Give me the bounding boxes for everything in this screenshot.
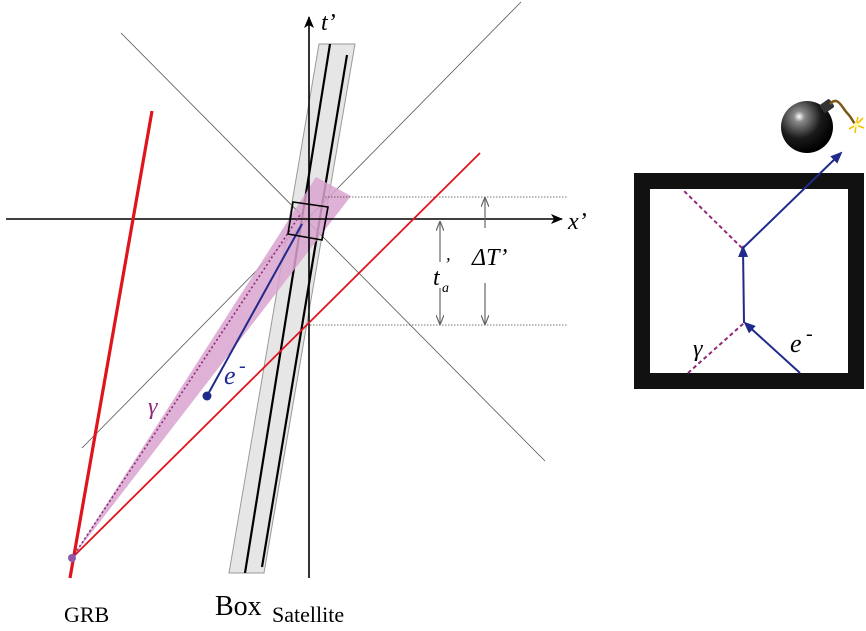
bomb-icon bbox=[781, 99, 865, 153]
box-line-left bbox=[243, 43, 332, 574]
photon-worldline bbox=[71, 214, 301, 559]
inset-electron-out bbox=[742, 151, 843, 249]
electron-label: e - bbox=[224, 355, 246, 390]
gamma-label: γ bbox=[148, 394, 158, 420]
inset-photon-out bbox=[681, 188, 743, 249]
svg-text:-: - bbox=[806, 323, 813, 345]
inset-electron-mid bbox=[738, 245, 749, 324]
svg-text:-: - bbox=[239, 355, 246, 377]
inset-gamma-label: γ bbox=[693, 336, 703, 362]
grb-label: GRB bbox=[64, 602, 109, 627]
t-axis-label: t’ bbox=[321, 10, 336, 36]
box-line-right bbox=[260, 54, 349, 568]
inset-electron-label: e - bbox=[790, 323, 813, 358]
delta-t-label: ΔT’ bbox=[471, 245, 507, 271]
x-axis-label: x’ bbox=[567, 209, 587, 235]
light-cone-line-a bbox=[120, 32, 546, 462]
grb-worldline bbox=[68, 110, 154, 579]
svg-text:’: ’ bbox=[444, 254, 450, 274]
interaction-square bbox=[287, 201, 329, 241]
svg-text:e: e bbox=[224, 361, 236, 390]
grb-point bbox=[68, 554, 76, 562]
box-label: Box bbox=[215, 591, 262, 622]
svg-text:a: a bbox=[442, 281, 449, 296]
photon-cone bbox=[72, 177, 351, 558]
svg-text:e: e bbox=[790, 329, 802, 358]
inset-electron-in bbox=[743, 321, 801, 374]
inset-diagram: γ e - bbox=[634, 99, 865, 389]
electron-worldline bbox=[206, 223, 303, 397]
inset-photon-in bbox=[687, 322, 745, 374]
light-ray bbox=[71, 152, 481, 559]
electron-start-dot bbox=[202, 391, 212, 401]
svg-text:t: t bbox=[433, 265, 441, 291]
inset-frame bbox=[634, 173, 864, 389]
satellite-label: Satellite bbox=[272, 602, 344, 627]
box-band bbox=[228, 43, 356, 574]
t-a-label: t a ’ bbox=[433, 254, 450, 296]
